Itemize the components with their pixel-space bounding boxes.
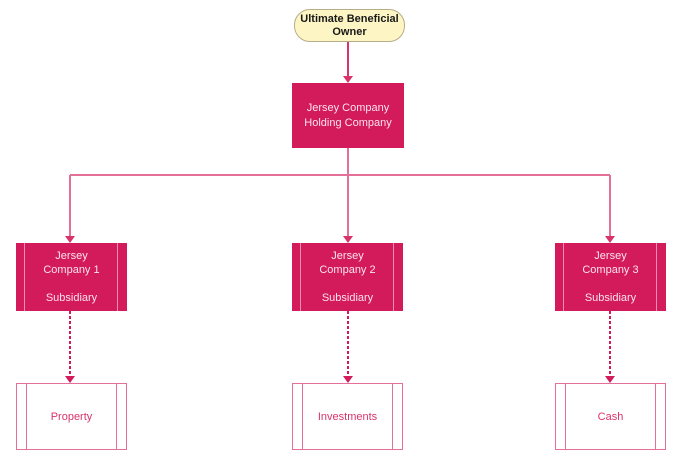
arrowhead-icon [605, 376, 615, 383]
asset-node-property: Property [16, 383, 127, 450]
subsidiary-name-line2: Company 1 [43, 264, 100, 276]
subsidiary-name-line1: Jersey [594, 250, 627, 262]
arrowhead-icon [343, 376, 353, 383]
holding-company-node: Jersey Company Holding Company [292, 83, 404, 148]
arrowhead-icon [65, 376, 75, 383]
ubo-label-line1: Ultimate Beneficial [300, 12, 399, 25]
arrowhead-icon [605, 236, 615, 243]
asset-label: Investments [317, 410, 378, 423]
subsidiary-name-line2: Company 2 [319, 264, 376, 276]
subsidiary-name-line1: Jersey [331, 250, 364, 262]
asset-label: Cash [597, 410, 624, 423]
subsidiary-role: Subsidiary [584, 292, 637, 304]
ultimate-beneficial-owner-node: Ultimate Beneficial Owner [294, 9, 405, 42]
ubo-label-line2: Owner [332, 25, 367, 38]
holding-label-line2: Holding Company [304, 116, 392, 129]
arrowhead-icon [65, 236, 75, 243]
arrowhead-icon [343, 76, 353, 83]
subsidiary-role: Subsidiary [321, 292, 374, 304]
asset-node-cash: Cash [555, 383, 666, 450]
subsidiary-name-line2: Company 3 [582, 264, 639, 276]
holding-label-line1: Jersey Company [306, 101, 390, 114]
subsidiary-name-line1: Jersey [55, 250, 88, 262]
subsidiary-role: Subsidiary [45, 292, 98, 304]
asset-node-investments: Investments [292, 383, 403, 450]
subsidiary-node-2: Jersey Company 2 Subsidiary [292, 243, 403, 311]
subsidiary-node-1: Jersey Company 1 Subsidiary [16, 243, 127, 311]
asset-label: Property [50, 410, 93, 423]
arrowhead-icon [343, 236, 353, 243]
subsidiary-node-3: Jersey Company 3 Subsidiary [555, 243, 666, 311]
